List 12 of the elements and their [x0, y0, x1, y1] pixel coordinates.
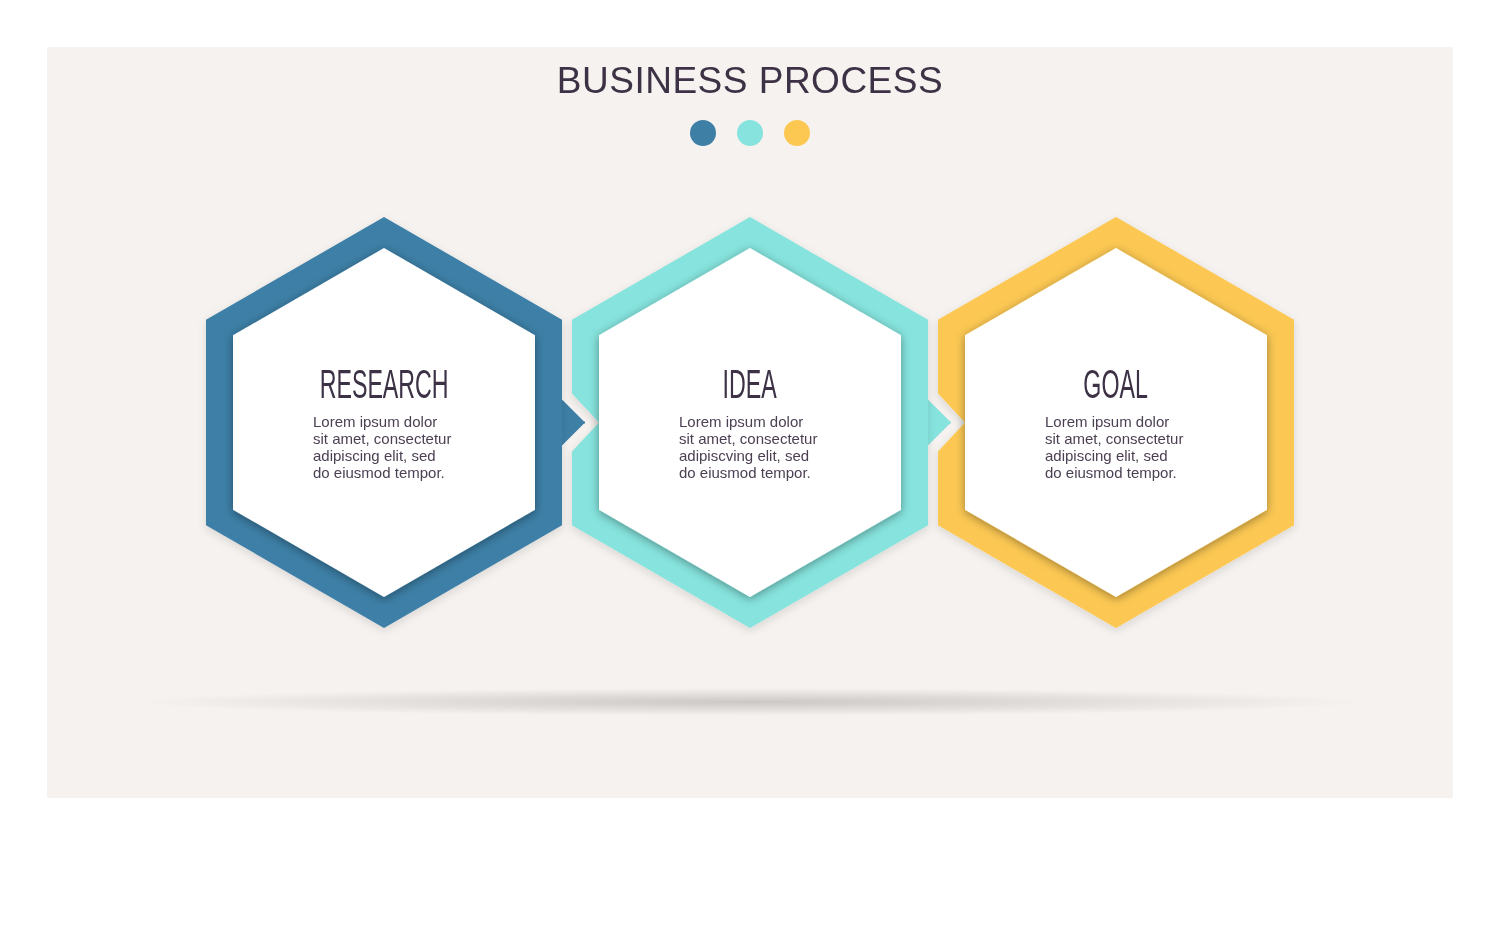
step-description: Lorem ipsum dolor sit amet, consectetur adipiscving elit, sed do eiusmod tempor. [679, 413, 819, 481]
diagram-title: BUSINESS PROCESS [556, 62, 944, 99]
step-description: Lorem ipsum dolor sit amet, consectetur adipiscing elit, sed do eiusmod tempor. [1045, 413, 1185, 481]
step-description: Lorem ipsum dolor sit amet, consectetur adipiscing elit, sed do eiusmod tempor. [313, 413, 453, 481]
step-title: GOAL [1083, 364, 1149, 404]
arrow [927, 399, 952, 446]
step-title: IDEA [722, 364, 778, 404]
hexagon-frame [572, 217, 928, 628]
hexagon-frame [206, 217, 562, 628]
arrow [561, 399, 586, 446]
step-title: RESEARCH [319, 364, 449, 404]
hexagon-frame [938, 217, 1294, 628]
